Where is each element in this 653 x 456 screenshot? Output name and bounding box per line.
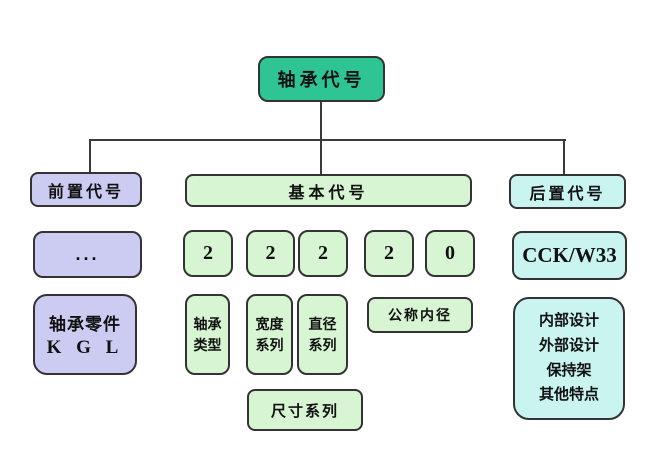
connector-suffix-vertical [563, 140, 565, 175]
connector-horizontal [89, 139, 566, 141]
size-series-box: 尺寸系列 [247, 389, 363, 431]
diameter-series-line1: 直径 [308, 315, 337, 332]
bearing-type-line1: 轴承 [193, 315, 222, 332]
digit-box-3: 2 [298, 230, 348, 277]
connector-prefix-vertical [89, 140, 91, 173]
suffix-feature-internal-design: 内部设计 [538, 312, 599, 329]
width-series-box: 宽度 系列 [246, 294, 293, 375]
digit-4: 2 [384, 242, 394, 264]
connector-root-vertical [320, 101, 322, 140]
bearing-type-box: 轴承 类型 [185, 294, 230, 375]
suffix-example-code: CCK/W33 [522, 243, 617, 267]
width-series-line1: 宽度 [255, 315, 284, 332]
prefix-code-label: 前置代号 [47, 183, 124, 201]
suffix-code-label: 后置代号 [529, 185, 606, 203]
prefix-placeholder-box: ... [33, 231, 142, 278]
digit-box-1: 2 [183, 230, 233, 277]
suffix-feature-other: 其他特点 [538, 386, 599, 404]
connector-basic-vertical [320, 140, 322, 175]
suffix-features-box: 内部设计 外部设计 保持架 其他特点 [513, 297, 625, 420]
width-series-line2: 系列 [255, 336, 284, 353]
digit-1: 2 [203, 242, 213, 264]
root-node-label: 轴承代号 [277, 70, 366, 90]
digit-2: 2 [265, 242, 276, 264]
diameter-series-box: 直径 系列 [297, 294, 348, 375]
basic-code-label: 基本代号 [288, 184, 369, 202]
diameter-series-line2: 系列 [308, 336, 337, 353]
prefix-parts-box: 轴承零件 K G L [33, 294, 137, 375]
digit-box-4: 2 [364, 230, 414, 277]
digit-box-2: 2 [246, 230, 295, 277]
suffix-example-box: CCK/W33 [512, 231, 627, 280]
root-node-bearing-code: 轴承代号 [258, 56, 385, 102]
suffix-code-node: 后置代号 [509, 174, 626, 209]
bearing-type-line2: 类型 [193, 336, 222, 353]
size-series-label: 尺寸系列 [270, 402, 339, 420]
suffix-feature-cage: 保持架 [546, 361, 592, 379]
basic-code-node: 基本代号 [185, 174, 472, 207]
digit-box-5: 0 [425, 230, 475, 277]
prefix-parts-codes: K G L [46, 337, 124, 358]
nominal-bore-box: 公称内径 [367, 297, 473, 333]
digit-5: 0 [445, 242, 455, 264]
prefix-placeholder-label: ... [75, 244, 100, 264]
prefix-code-node: 前置代号 [30, 172, 142, 207]
prefix-parts-label: 轴承零件 [49, 315, 121, 334]
digit-3: 2 [318, 242, 328, 264]
suffix-feature-external-design: 外部设计 [538, 336, 599, 354]
nominal-bore-label: 公称内径 [388, 307, 452, 323]
